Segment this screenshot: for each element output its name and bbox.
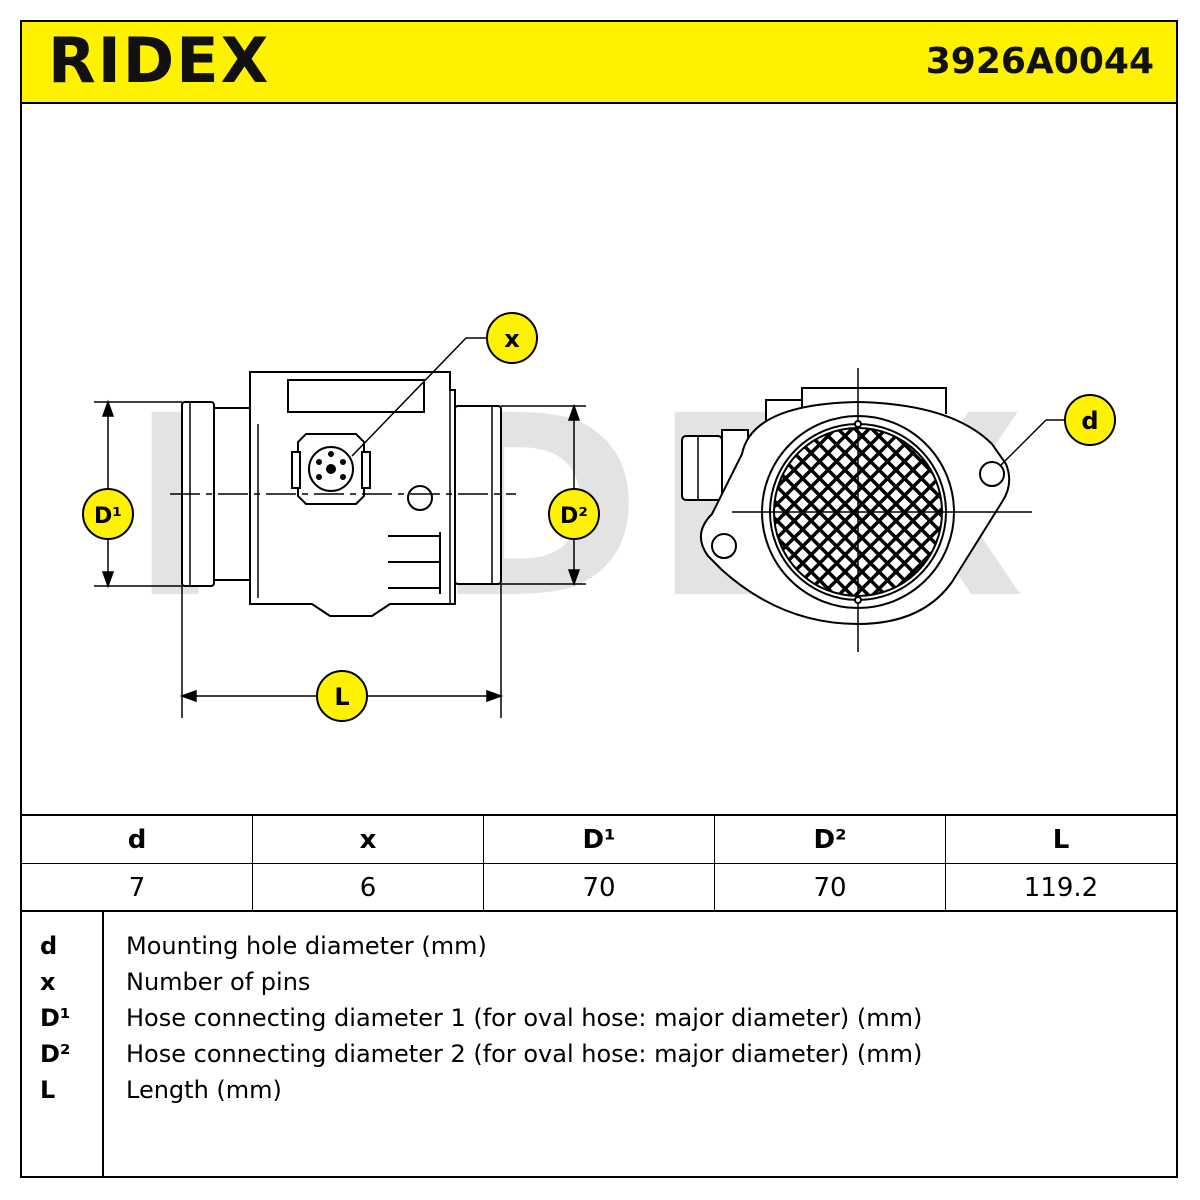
svg-text:D²: D² bbox=[560, 504, 588, 529]
svg-text:L: L bbox=[334, 683, 349, 711]
value-cell: 70 bbox=[484, 864, 715, 912]
value-cell: 70 bbox=[715, 864, 946, 912]
legend-key-column bbox=[22, 912, 104, 1176]
title-bar: RIDEX 3926A0044 bbox=[22, 22, 1176, 104]
legend-description: Length (mm) bbox=[126, 1076, 282, 1104]
legend-key: L bbox=[40, 1076, 56, 1104]
header-cell: d bbox=[22, 816, 253, 863]
drawing-frame: RIDEX 3926A0044 RIDEX bbox=[20, 20, 1178, 1178]
legend-description: Hose connecting diameter 2 (for oval hos… bbox=[126, 1040, 923, 1068]
legend-key: D¹ bbox=[40, 1004, 71, 1032]
callout-l: L bbox=[316, 670, 368, 722]
leader-d bbox=[999, 419, 1047, 467]
technical-drawing: RIDEX bbox=[22, 104, 1176, 814]
spec-table: d x D¹ D² L 7 6 70 70 119.2 bbox=[22, 814, 1176, 912]
value-cell: 7 bbox=[22, 864, 253, 912]
dimension-l bbox=[179, 584, 504, 718]
mounting-hole-right bbox=[979, 461, 1005, 487]
callout-d1: D¹ bbox=[82, 488, 134, 540]
legend-description: Number of pins bbox=[126, 968, 311, 996]
legend-key: d bbox=[40, 932, 58, 960]
drawing-svg: RIDEX bbox=[82, 312, 1116, 722]
side-view bbox=[170, 371, 516, 617]
svg-text:d: d bbox=[1081, 407, 1098, 435]
header-cell: D² bbox=[715, 816, 946, 863]
header-cell: x bbox=[253, 816, 484, 863]
front-connector bbox=[681, 435, 723, 501]
mounting-hole-left bbox=[711, 533, 737, 559]
callout-d2: D² bbox=[548, 488, 600, 540]
header-cell: L bbox=[1052, 824, 1070, 855]
part-number: 3926A0044 bbox=[925, 41, 1154, 82]
value-cell: 119.2 bbox=[1023, 873, 1099, 903]
callout-d: d bbox=[1064, 394, 1116, 446]
legend-description: Mounting hole diameter (mm) bbox=[126, 932, 487, 960]
spec-table-header: d x D¹ D² L bbox=[22, 816, 1176, 864]
svg-text:x: x bbox=[504, 325, 520, 353]
brand-logo: RIDEX bbox=[48, 24, 271, 97]
right-hose-ring bbox=[454, 405, 502, 585]
callout-x: x bbox=[486, 312, 538, 364]
legend-key: D² bbox=[40, 1040, 71, 1068]
front-view bbox=[681, 368, 1032, 652]
legend-description: Hose connecting diameter 1 (for oval hos… bbox=[126, 1004, 923, 1032]
header-cell: D¹ bbox=[484, 816, 715, 863]
svg-text:D¹: D¹ bbox=[94, 504, 122, 529]
leader-x bbox=[351, 337, 467, 457]
legend-key: x bbox=[40, 968, 56, 996]
body-window bbox=[287, 379, 425, 413]
spec-table-values: 7 6 70 70 119.2 bbox=[22, 864, 1176, 912]
legend: d x D¹ D² L Mounting hole diameter (mm) … bbox=[22, 912, 1176, 1176]
value-cell: 6 bbox=[253, 864, 484, 912]
